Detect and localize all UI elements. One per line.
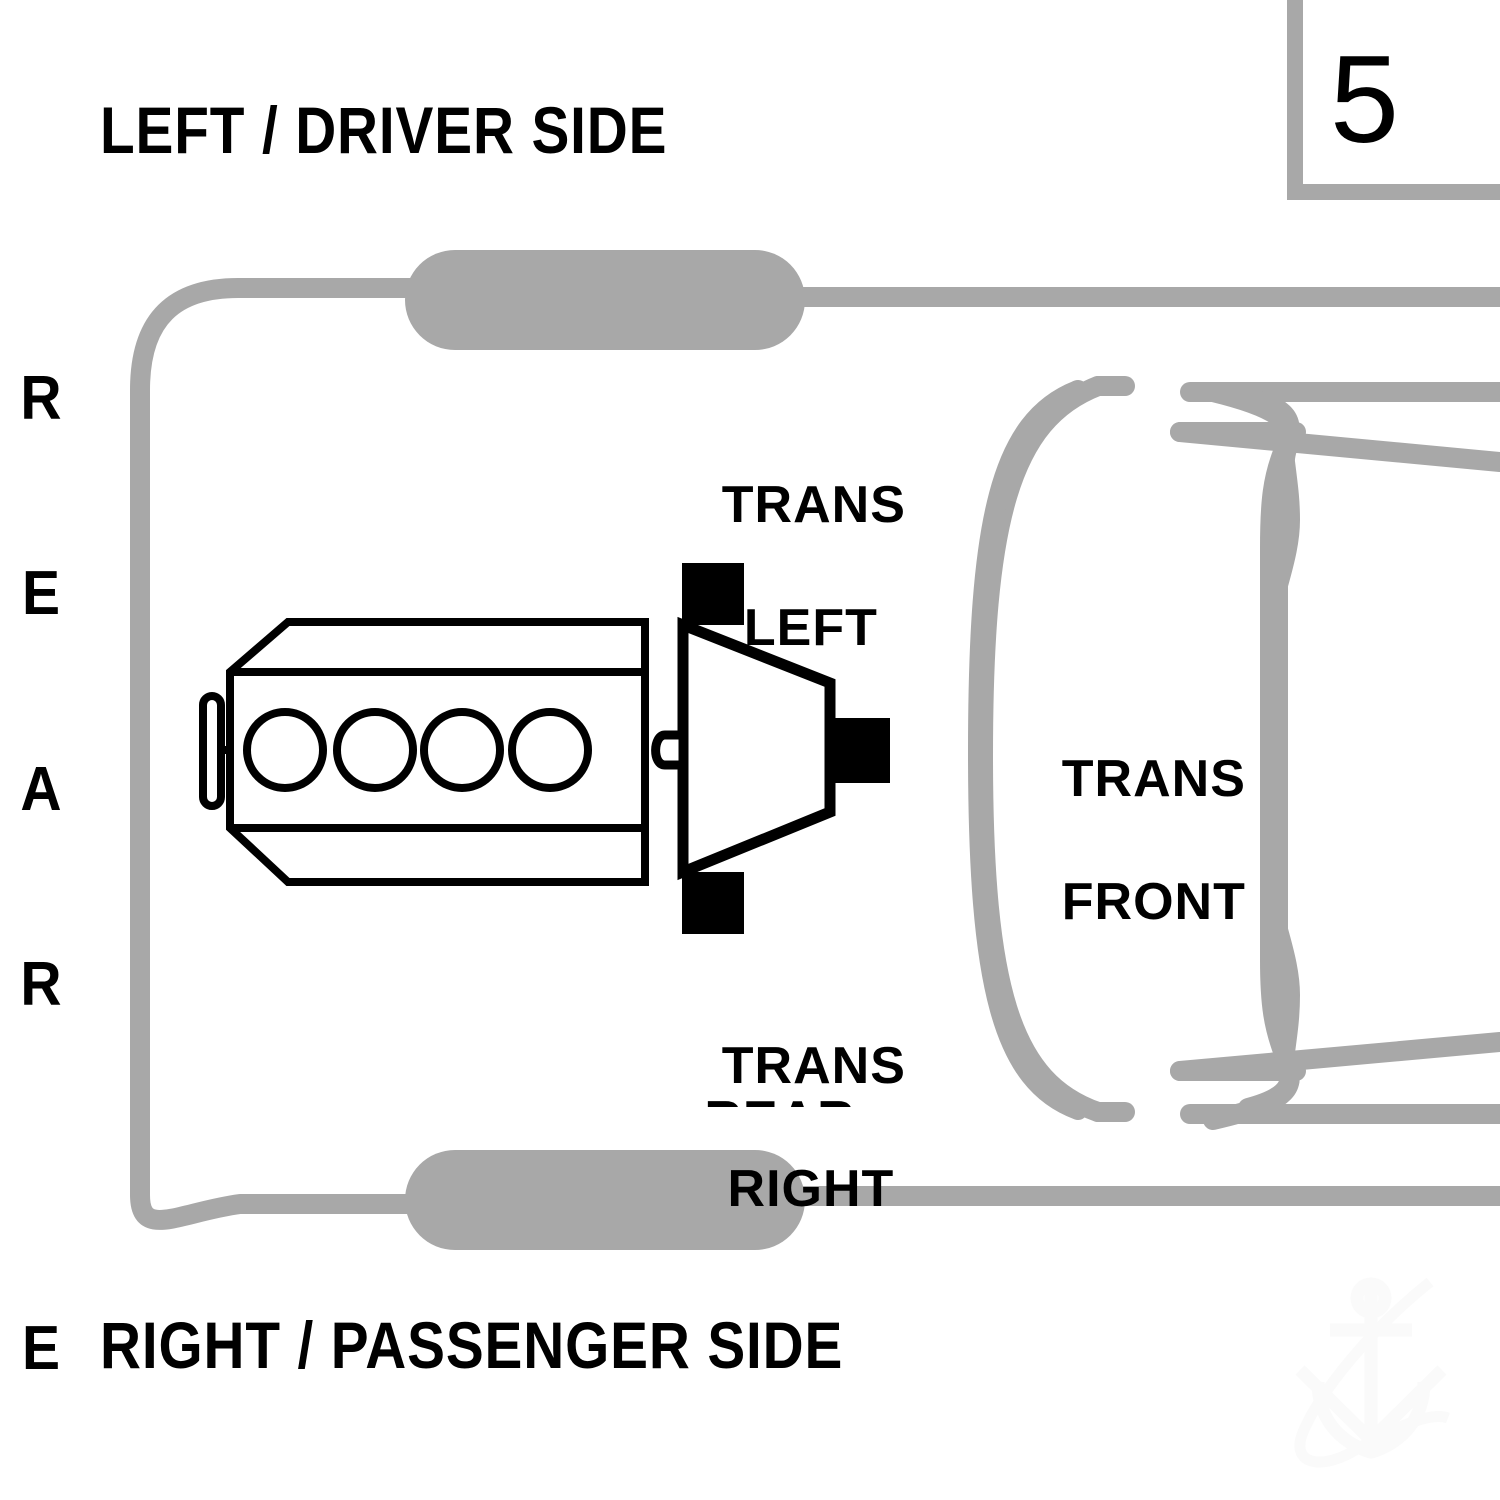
cylinder-2 — [333, 708, 417, 792]
anchor-watermark-swoosh-icon — [1294, 1277, 1450, 1468]
front-body-outer-arc — [968, 380, 1088, 1120]
wheel-driver-rear — [405, 250, 805, 350]
callout-line-2: RIGHT — [727, 1160, 895, 1219]
front-body-arc-group — [968, 380, 1300, 1120]
callout-line-1: TRANS — [721, 476, 906, 535]
callout-trans-front: TRANS FRONT — [1000, 688, 1245, 995]
side-label-char: E — [21, 559, 61, 629]
mount-block-trans-right — [682, 872, 744, 934]
mount-block-trans-front — [830, 718, 890, 783]
callout-line-2: LEFT — [743, 599, 878, 658]
engine-cylinders — [243, 708, 592, 792]
callout-line-1: TRANS — [1061, 750, 1246, 809]
hood-crease-lower-c — [1170, 1032, 1500, 1081]
side-label-char: R — [20, 950, 62, 1020]
mount-block-trans-left — [682, 563, 744, 625]
callout-line-2: FRONT — [1061, 873, 1246, 932]
side-label-char: R — [20, 364, 62, 434]
transmission-mount-blocks — [682, 563, 890, 934]
transmission-housing — [677, 616, 836, 881]
crank-pulley — [199, 692, 231, 810]
cylinder-1 — [243, 708, 327, 792]
callout-trans-right: TRANS RIGHT — [660, 975, 905, 1282]
body-rear-top-rail — [130, 278, 426, 1205]
wheel-passenger-rear — [405, 1150, 805, 1250]
hood-crease-upper-c — [1170, 422, 1500, 472]
cylinder-3 — [420, 708, 504, 792]
side-label-char: E — [21, 1313, 61, 1383]
number-badge-frame — [1287, 0, 1500, 200]
front-body-inner-arc — [1238, 388, 1300, 1118]
callout-line-1: TRANS — [721, 1037, 906, 1096]
cylinder-4 — [508, 708, 592, 792]
heading-right-passenger-side: RIGHT / PASSENGER SIDE — [100, 1308, 844, 1382]
heading-left-driver-side: LEFT / DRIVER SIDE — [100, 93, 668, 167]
side-label-char: A — [20, 754, 62, 824]
side-label-spacer — [4, 1147, 78, 1185]
transmission-outline — [677, 616, 836, 881]
anchor-watermark-icon — [1295, 1277, 1447, 1459]
transmission-input-nub — [651, 730, 688, 770]
figure-number-badge: 5 — [1330, 31, 1399, 169]
callout-trans-left: TRANS LEFT — [660, 414, 905, 721]
side-label-rear-engine: R E A R E N G I N E — [4, 236, 78, 1500]
body-rear-bottom-rail — [130, 1185, 426, 1230]
